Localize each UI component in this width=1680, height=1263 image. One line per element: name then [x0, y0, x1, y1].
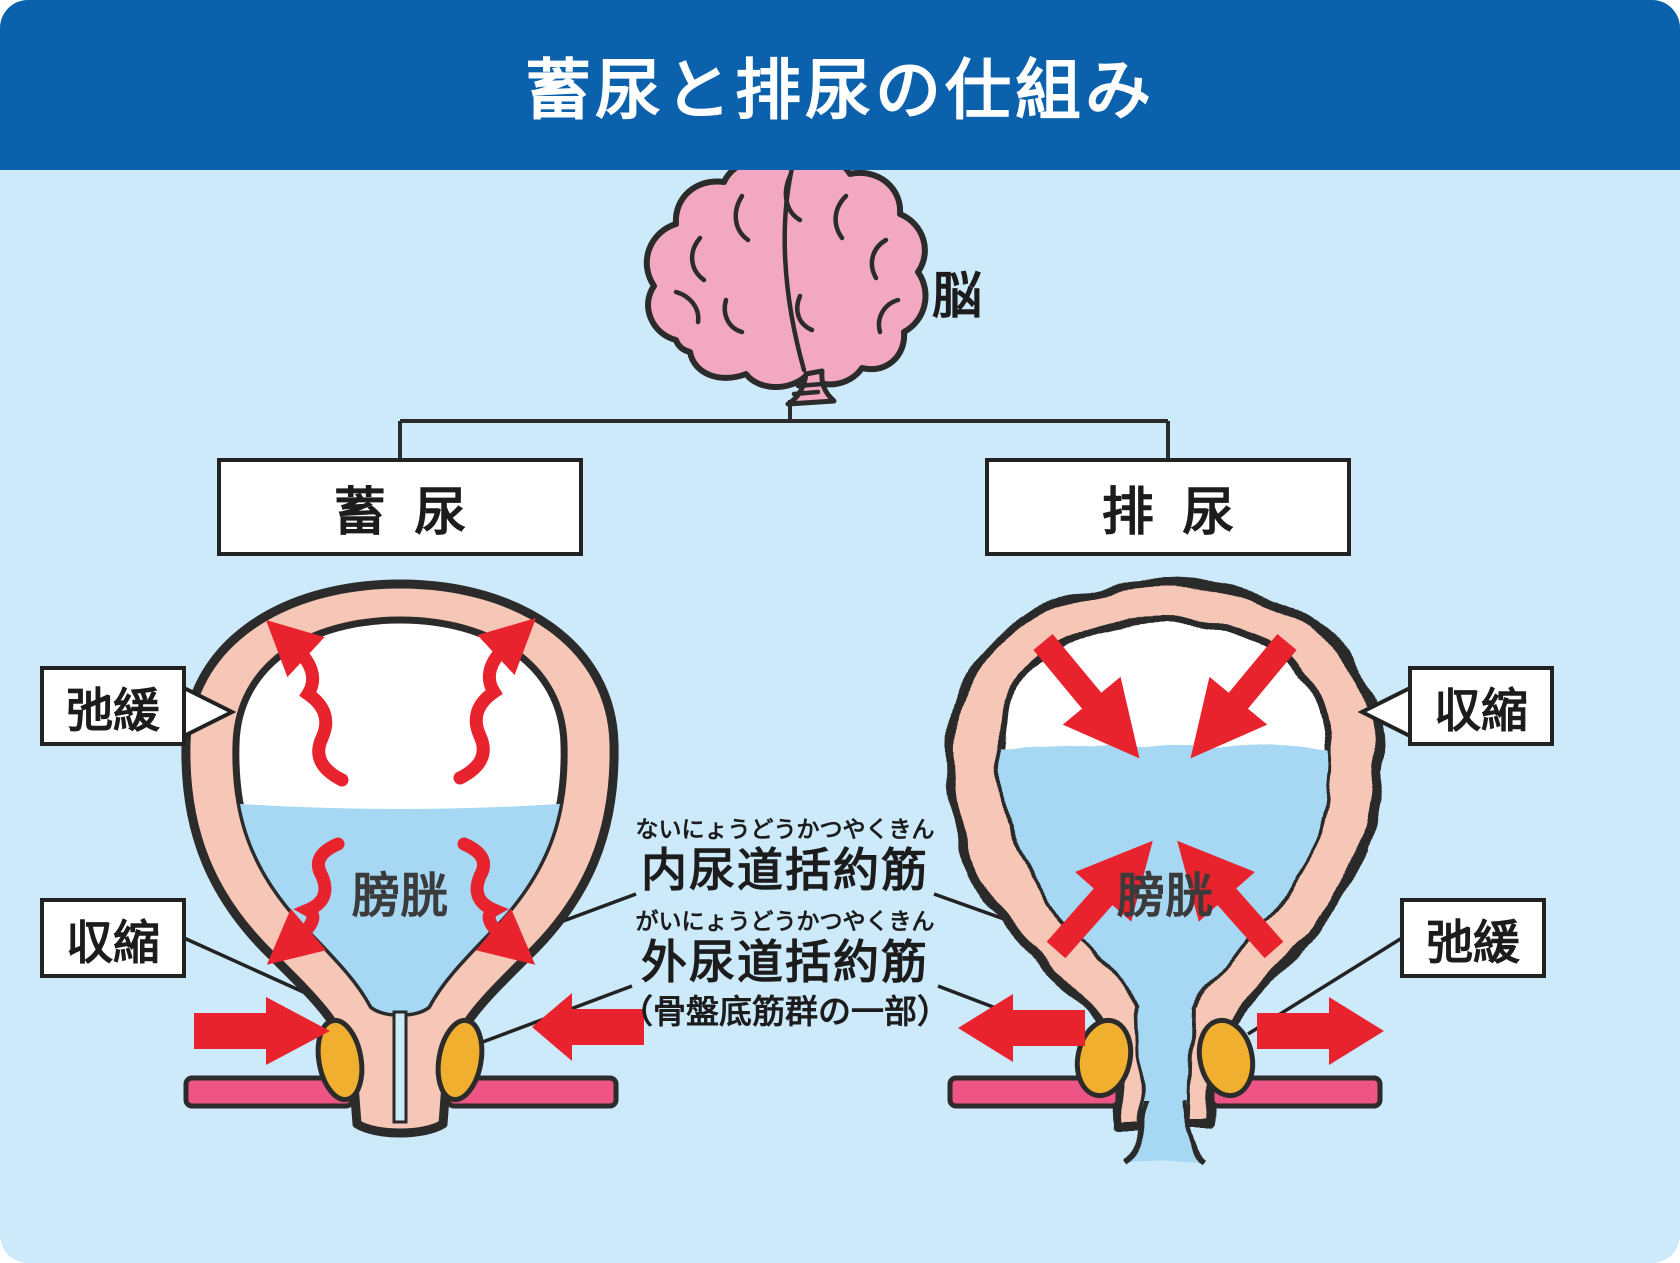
squeeze-arrow-bottom-right: [1177, 840, 1284, 959]
storage-urethra-closed: [392, 1010, 408, 1124]
external-sphincter-right: [435, 1017, 485, 1103]
external-sphincter-right: [1196, 1017, 1256, 1099]
voiding-heading-label: 排尿: [1101, 483, 1263, 542]
internal-sphincter-reading: ないにょうどうかつやくきん: [635, 816, 935, 842]
storage-wall-state-box: 弛緩: [40, 666, 186, 746]
pelvic-floor-bar: [1209, 1075, 1383, 1109]
brain-illustration: [643, 153, 929, 407]
voiding-organ-label: 膀胱: [1116, 870, 1213, 923]
pelvic-floor: [183, 1075, 1383, 1109]
brain-folds: [673, 165, 901, 397]
sphincter-legend: ないにょうどうかつやくきん 内尿道括約筋 がいにょうどうかつやくきん 外尿道括約…: [598, 816, 972, 1034]
brain-label: 脳: [932, 268, 982, 324]
storage-outlet-state-label: 収縮: [66, 915, 160, 969]
external-sphincter-left: [315, 1017, 365, 1103]
wavy-arrow-down-left: [266, 837, 345, 965]
wavy-arrow-up-right: [453, 617, 536, 785]
squeeze-arrow-top-right: [1190, 634, 1297, 759]
external-sphincter-name: 外尿道括約筋: [641, 936, 929, 988]
outlet-squeeze-arrow-left: [532, 993, 644, 1061]
voiding-outlet-state-box: 弛緩: [1400, 898, 1546, 978]
storage-relax-arrows: [266, 617, 536, 965]
voiding-urine-stream: [1124, 1058, 1206, 1160]
outlet-release-arrow-right: [1257, 997, 1384, 1065]
title-bar: 蓄尿と排尿の仕組み: [0, 0, 1680, 170]
external-sphincter-note: （骨盤底筋群の一部）: [620, 993, 950, 1030]
external-sphincter-reading: がいにょうどうかつやくきん: [635, 908, 935, 934]
outlet-release-arrow-left: [958, 994, 1085, 1062]
storage-outlet-state-box: 収縮: [40, 898, 186, 978]
outlet-squeeze-arrow-right: [194, 997, 330, 1065]
internal-sphincter-name: 内尿道括約筋: [641, 844, 929, 896]
storage-organ-label: 膀胱: [351, 870, 448, 923]
storage-heading-box: 蓄尿: [217, 458, 583, 556]
squeeze-arrow-top-left: [1033, 634, 1140, 759]
pelvic-floor-bar: [947, 1075, 1121, 1109]
brain-connector-lines: [398, 400, 1170, 458]
voiding-wall-state-label: 収縮: [1434, 683, 1528, 737]
storage-wall-state-label: 弛緩: [66, 683, 160, 737]
voiding-heading-box: 排尿: [985, 458, 1351, 556]
voiding-outlet-state-label: 弛緩: [1426, 915, 1520, 969]
page-title: 蓄尿と排尿の仕組み: [525, 53, 1155, 127]
squeeze-arrow-bottom-left: [1046, 840, 1153, 959]
voiding-urine-stream-outline: [1122, 1099, 1208, 1163]
storage-heading-label: 蓄尿: [333, 483, 495, 542]
wavy-arrow-up-left: [266, 619, 349, 787]
wavy-arrow-down-right: [457, 837, 536, 965]
voiding-wall-state-box: 収縮: [1408, 666, 1554, 746]
outlet-arrows: [194, 993, 1384, 1065]
external-sphincter-left: [1074, 1017, 1134, 1099]
external-sphincter-muscles: [315, 1017, 1256, 1103]
voiding-squeeze-arrows: [1033, 634, 1297, 959]
